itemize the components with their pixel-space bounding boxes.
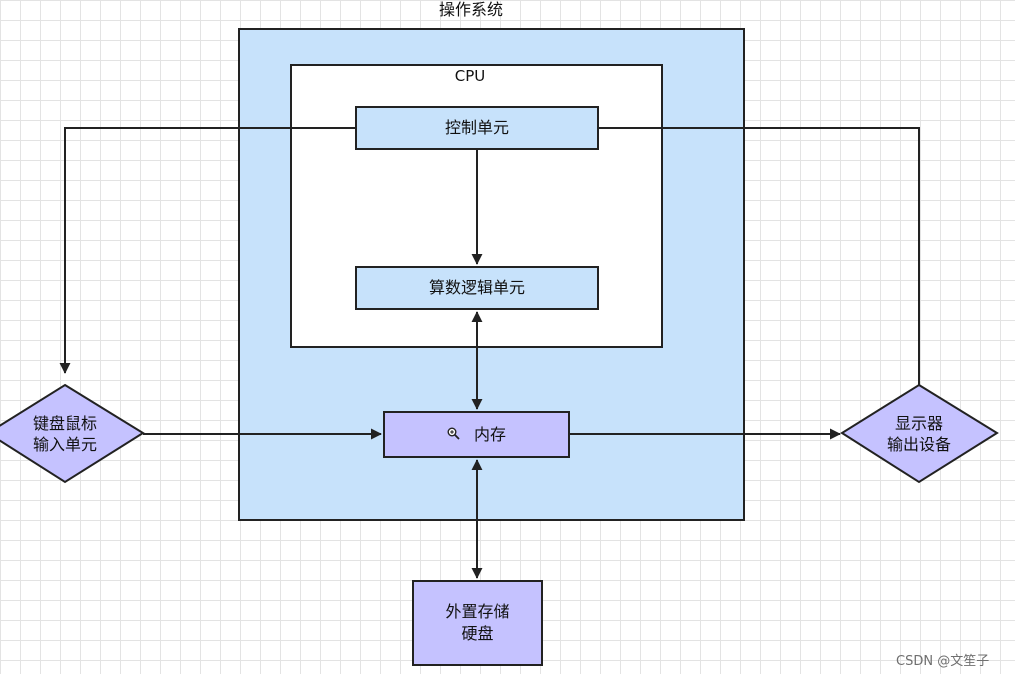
cpu-title: CPU (454, 67, 486, 85)
control-unit-box: 控制单元 (355, 106, 599, 150)
storage-line1: 外置存储 (445, 602, 510, 621)
output-unit-line2: 输出设备 (886, 435, 951, 454)
csdn-watermark: CSDN @文笙子 (896, 654, 990, 669)
os-title: 操作系统 (438, 0, 503, 19)
memory-label: 内存 (473, 424, 506, 444)
output-unit-text: 显示器 输出设备 (864, 413, 974, 455)
output-unit-diamond (840, 383, 999, 484)
control-unit-label: 控制单元 (444, 118, 509, 137)
storage-line2: 硬盘 (461, 624, 494, 643)
memory-box: 内存 (383, 411, 570, 458)
alu-label: 算数逻辑单元 (428, 278, 525, 297)
input-unit-text: 键盘鼠标 输入单元 (10, 413, 120, 455)
zoom-in-icon (447, 425, 460, 444)
input-unit-diamond (0, 383, 145, 484)
output-unit-line1: 显示器 (894, 414, 943, 433)
input-unit-line2: 输入单元 (32, 435, 97, 454)
alu-box: 算数逻辑单元 (355, 266, 599, 310)
input-unit-line1: 键盘鼠标 (32, 414, 97, 433)
control-to-input-line (59, 127, 355, 374)
control-to-output-line (599, 127, 920, 385)
storage-box: 外置存储 硬盘 (412, 580, 543, 666)
